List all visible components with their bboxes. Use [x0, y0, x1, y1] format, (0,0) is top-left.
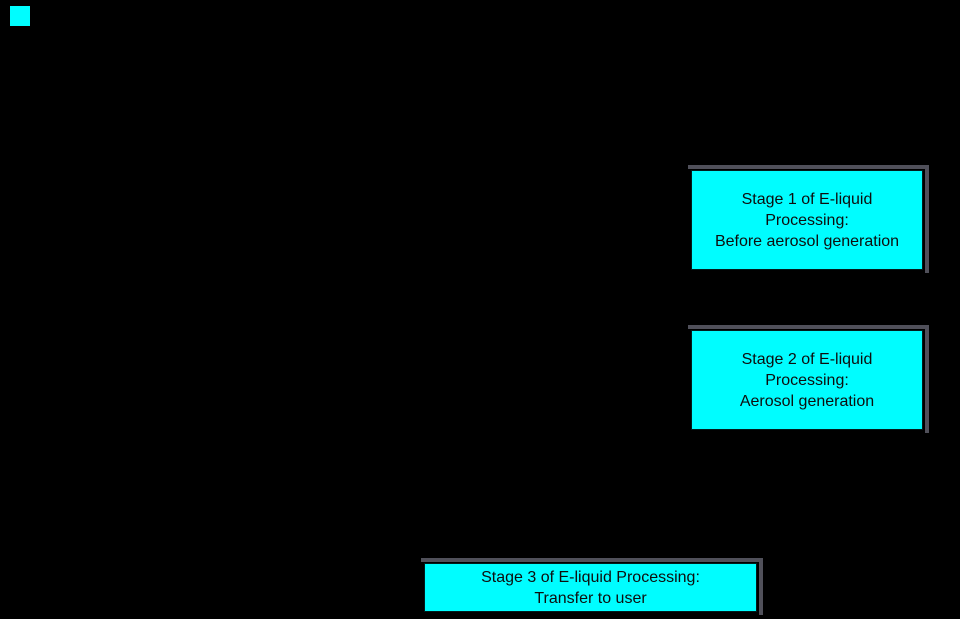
node-label-line: Before aerosol generation — [714, 232, 900, 250]
node-shadow-top — [421, 558, 763, 562]
node-label-line: Stage 1 of E-liquid — [741, 190, 873, 208]
node-shadow-right — [925, 325, 929, 433]
node-shadow-top — [688, 325, 929, 329]
corner-marker-square — [10, 6, 30, 26]
node-label-line: Stage 2 of E-liquid — [741, 350, 873, 368]
node-label-line: Transfer to user — [534, 589, 647, 607]
node-shadow-right — [759, 558, 763, 615]
node-shadow-right — [925, 165, 929, 273]
flowchart-node-stage-2: Stage 2 of E-liquid Processing: Aerosol … — [688, 325, 929, 433]
node-label-line: Stage 3 of E-liquid Processing: — [481, 568, 700, 586]
node-label-line: Aerosol generation — [739, 392, 875, 410]
node-label-line: Processing: — [765, 211, 849, 229]
flowchart-node-stage-3: Stage 3 of E-liquid Processing: Transfer… — [421, 558, 763, 615]
node-label-line: Processing: — [765, 371, 849, 389]
flowchart-node-stage-1: Stage 1 of E-liquid Processing: Before a… — [688, 165, 929, 273]
node-shadow-top — [688, 165, 929, 169]
